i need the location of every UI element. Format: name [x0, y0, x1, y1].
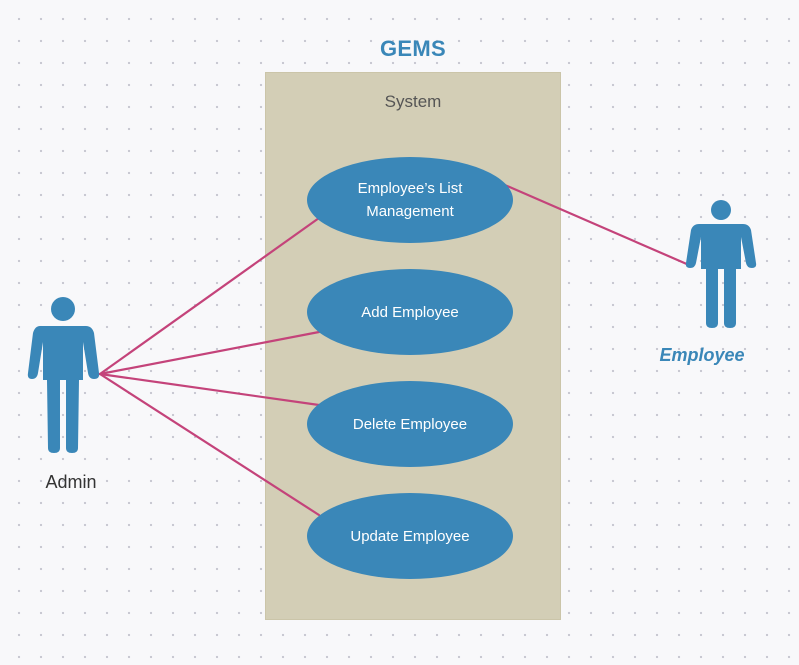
usecase-update-employee[interactable]: Update Employee — [307, 493, 513, 579]
admin-label: Admin — [45, 472, 97, 492]
person-icon — [685, 200, 757, 328]
employee-actor[interactable] — [685, 199, 759, 329]
usecase-employee-list-management[interactable]: Employee’s List Management — [307, 157, 513, 243]
system-boundary-label: System — [384, 92, 442, 111]
usecase-label: Update Employee — [350, 527, 470, 545]
association-admin-update-employee[interactable] — [98, 372, 321, 517]
association-employee-list-management[interactable] — [496, 180, 691, 267]
association-admin-list-management[interactable] — [98, 216, 321, 376]
usecase-label: Add Employee — [361, 303, 459, 321]
employee-label: Employee — [659, 345, 745, 365]
admin-actor[interactable] — [27, 296, 101, 454]
diagram-title: GEMS — [380, 36, 446, 61]
usecase-label: Employee’s List Management — [357, 180, 463, 220]
association-admin-add-employee[interactable] — [98, 330, 321, 376]
usecase-delete-employee[interactable]: Delete Employee — [307, 381, 513, 467]
usecase-add-employee[interactable]: Add Employee — [307, 269, 513, 355]
association-admin-delete-employee[interactable] — [98, 372, 321, 407]
usecase-label: Delete Employee — [352, 415, 468, 433]
person-icon — [27, 297, 100, 453]
